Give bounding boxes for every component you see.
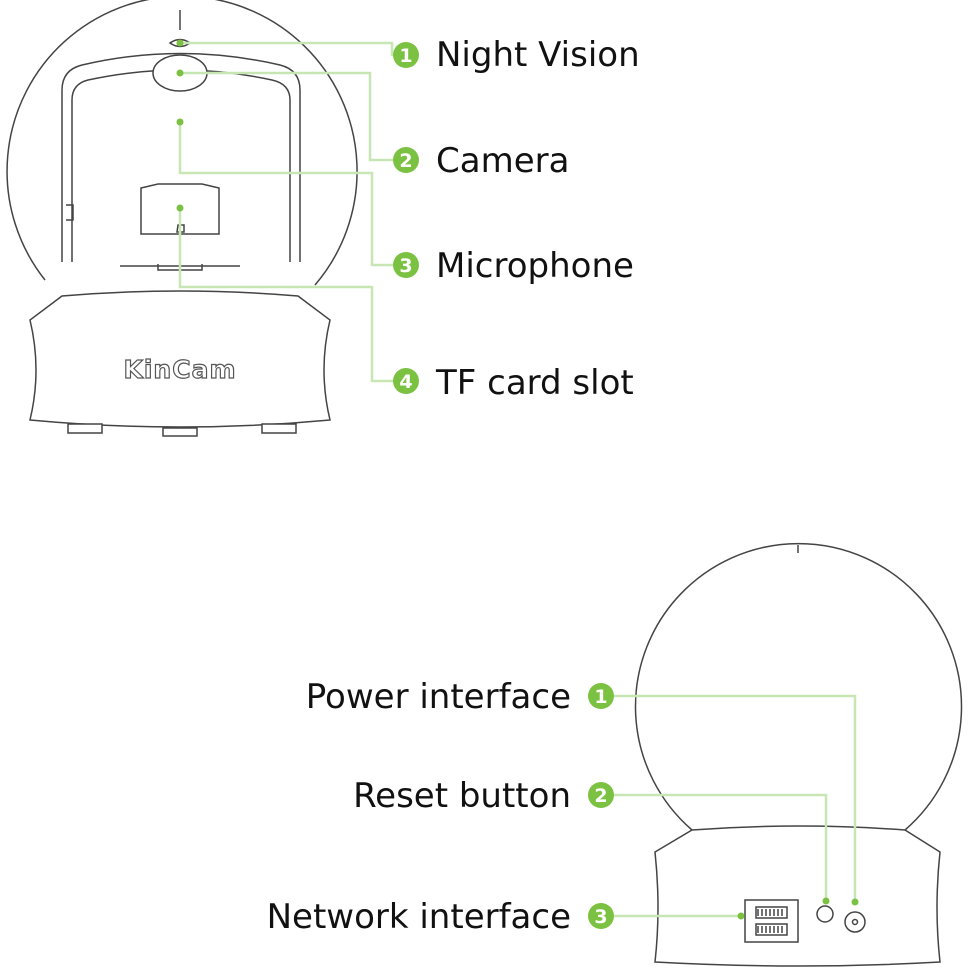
callout-label: Reset button [353, 776, 571, 816]
network-interface-dot [737, 912, 745, 920]
number-badge [393, 147, 419, 173]
microphone-dot [176, 118, 184, 126]
callout-network-interface: 3 Network interface [267, 897, 614, 937]
svg-text:1: 1 [594, 686, 607, 708]
front-camera-illustration: KinCam [6, 0, 358, 437]
number-badge [393, 42, 419, 68]
back-leader-lines [614, 694, 857, 918]
camera-dot [176, 69, 184, 77]
back-camera-illustration [634, 542, 963, 967]
tf-card-dot [176, 204, 184, 212]
svg-text:3: 3 [399, 255, 412, 277]
callout-label: TF card slot [435, 363, 634, 403]
callout-reset-button: 2 Reset button [353, 776, 614, 816]
brand-logo: KinCam [123, 355, 236, 384]
number-badge [393, 252, 419, 278]
reset-button-dot [822, 897, 830, 905]
svg-text:2: 2 [399, 150, 412, 172]
night-vision-dot [176, 39, 184, 47]
callout-label: Microphone [436, 246, 634, 286]
svg-text:3: 3 [594, 906, 607, 928]
svg-text:2: 2 [594, 785, 607, 807]
callout-tf-card-slot: 4 TF card slot [393, 363, 634, 403]
callout-camera: 2 Camera [393, 141, 569, 181]
power-interface-dot [851, 898, 859, 906]
back-component-dots [737, 897, 859, 920]
number-badge [588, 683, 614, 709]
svg-text:4: 4 [399, 371, 412, 393]
callout-power-interface: 1 Power interface [306, 677, 614, 717]
callout-microphone: 3 Microphone [393, 246, 634, 286]
number-badge [588, 782, 614, 808]
callout-label: Power interface [306, 677, 571, 717]
svg-text:1: 1 [399, 45, 412, 67]
callout-label: Night Vision [436, 35, 640, 75]
callout-night-vision: 1 Night Vision [393, 35, 640, 75]
callout-label: Network interface [267, 897, 571, 937]
number-badge [588, 903, 614, 929]
number-badge [393, 368, 419, 394]
front-callouts: 1 Night Vision 2 Camera 3 Microphone 4 T… [393, 35, 640, 403]
callout-label: Camera [436, 141, 569, 181]
back-callouts: 1 Power interface 2 Reset button 3 Netwo… [267, 677, 614, 937]
front-component-dots [176, 39, 184, 212]
